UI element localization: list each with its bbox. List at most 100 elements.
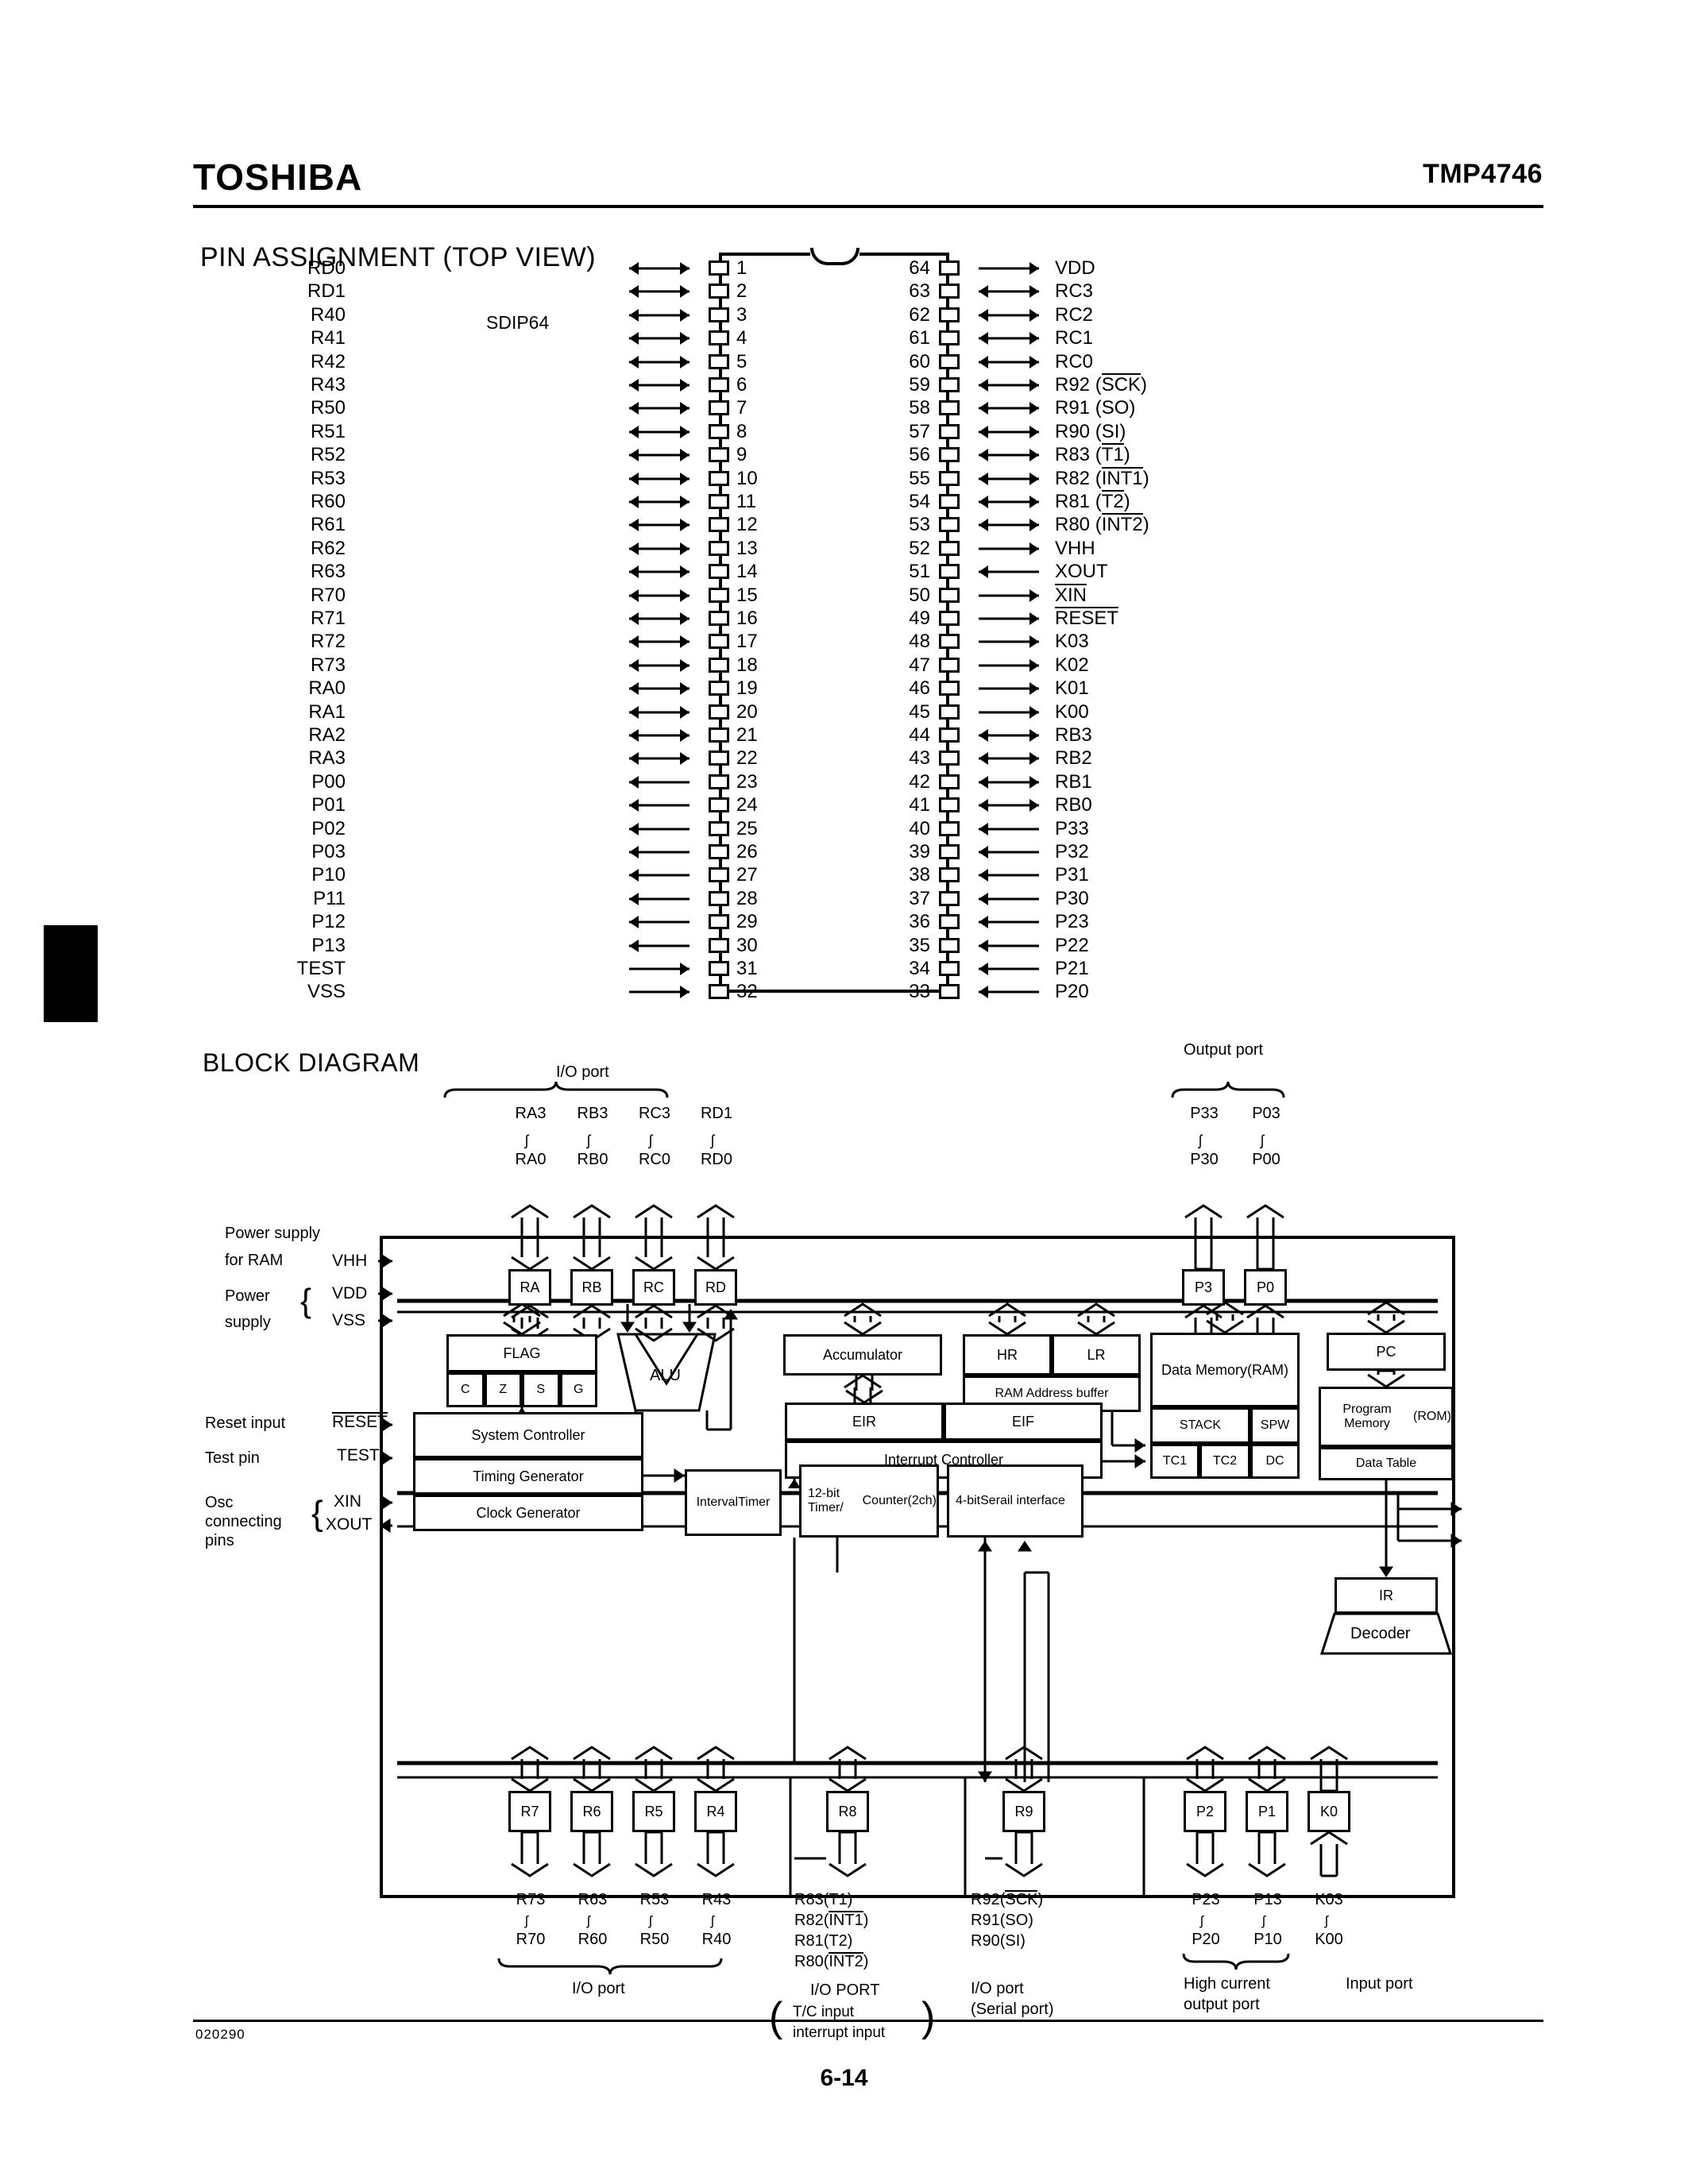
r-tilde-0: ʃ [525,1913,528,1928]
r8-paren-close: ) [921,1994,936,2040]
pin-label: R70 [310,584,346,606]
stack-box: STACK [1150,1407,1250,1444]
header-rule [193,205,1543,208]
pin-lead [939,867,960,883]
flag-bit-g: G [559,1372,597,1407]
document-code: 020290 [195,2027,245,2042]
pin-number: 62 [909,303,930,326]
r8-group-label-3: interrupt input [793,2024,886,2041]
r-top-label-0: R73 [516,1891,546,1908]
pin-lead [939,820,960,836]
pin-lead [939,400,960,416]
r9-group-label-2: (Serial port) [971,2001,1054,2018]
port-latch-rd: RD [694,1269,737,1306]
flag-box: FLAG [446,1334,597,1372]
xin-label: XIN [334,1492,362,1511]
r-top-label-1: R63 [577,1891,608,1908]
r-bottom-label-2: R50 [639,1931,670,1948]
io-bottom-label-0: RA0 [515,1151,547,1168]
page-number: 6-14 [820,2065,868,2091]
pin-lead [709,470,729,486]
power-ram-label-2: for RAM [225,1252,284,1269]
pin-lead [709,353,729,369]
pin-number: 34 [909,958,930,979]
port-latch-p1: P1 [1246,1791,1288,1832]
io-range-tilde-0: ʃ [525,1133,528,1148]
pin-label: VHH [1055,537,1095,559]
osc-label-2: connecting [205,1513,282,1530]
pin-label: R42 [310,350,346,372]
pin-label: P22 [1055,934,1089,956]
pin-lead [939,961,960,976]
pin-number: 5 [736,350,747,372]
pin-label: P20 [1055,981,1089,1003]
overline-text: T2 [1101,490,1124,512]
alu-label: ALU [650,1367,681,1384]
out-bottom-label-0: P30 [1190,1151,1219,1168]
pin-number: 55 [909,467,930,489]
pin-label: P03 [311,841,346,862]
io-top-label-1: RB3 [577,1105,608,1122]
pin-number: 29 [736,911,758,933]
pin-lead [939,844,960,859]
pin-label: R43 [310,374,346,396]
pin-label: R52 [310,444,346,466]
power-label-2: supply [225,1314,271,1331]
pin-number: 49 [909,608,930,629]
p-tilde-1: ʃ [1262,1913,1265,1928]
pin-number: 25 [736,817,758,839]
pin-label: R61 [310,514,346,536]
eir-box: EIR [785,1403,944,1441]
port-latch-rb: RB [570,1269,613,1306]
data-table-box: Data Table [1319,1447,1454,1480]
pin-label: R50 [310,397,346,419]
pin-label: P31 [1055,864,1089,886]
flag-bit-z: Z [484,1372,522,1407]
pin-number: 16 [736,608,758,629]
pin-lead [939,423,960,439]
pin-lead [939,657,960,673]
pin-label: R80 (INT2) [1055,513,1149,536]
port-latch-r7: R7 [508,1791,551,1832]
pin-label: TEST [296,958,346,979]
pin-lead [709,704,729,720]
pin-lead [939,307,960,322]
k-bottom-label: K00 [1315,1931,1343,1948]
pin-label: RC0 [1055,350,1094,372]
port-latch-p2: P2 [1184,1791,1226,1832]
r8-pin-label-2: R81(T2) [794,1932,853,1950]
io-range-tilde-1: ʃ [587,1133,590,1148]
out-top-label-0: P33 [1190,1105,1219,1122]
power-ram-label-1: Power supply [225,1225,321,1242]
r9-pin-label-1: R91(SO) [971,1912,1033,1929]
port-latch-r6: R6 [570,1791,613,1832]
pin-number: 51 [909,561,930,583]
io-top-label-3: RD1 [700,1105,732,1122]
k-group-label: Input port [1346,1975,1413,1993]
pin-lead [709,751,729,766]
lr-box: LR [1052,1334,1141,1376]
pin-label: R40 [310,303,346,326]
port-latch-ra: RA [508,1269,551,1306]
pin-lead [709,914,729,930]
pin-number: 43 [909,747,930,770]
pin-label: P21 [1055,958,1089,979]
pin-lead [709,937,729,953]
pin-label: K01 [1055,677,1089,700]
pin-number: 28 [736,887,758,909]
pin-number: 3 [736,303,747,326]
clock-generator-box: Clock Generator [413,1495,643,1531]
pin-lead [939,634,960,650]
r-top-label-2: R53 [639,1891,670,1908]
pin-number: 45 [909,700,930,723]
pin-label: R91 (SO) [1055,397,1136,419]
pin-lead [709,377,729,392]
out-top-label-1: P03 [1252,1105,1280,1122]
pin-number: 38 [909,864,930,886]
osc-label-3: pins [205,1532,234,1549]
pin-number: 52 [909,537,930,559]
pin-lead [709,517,729,533]
package-notch [810,248,859,267]
